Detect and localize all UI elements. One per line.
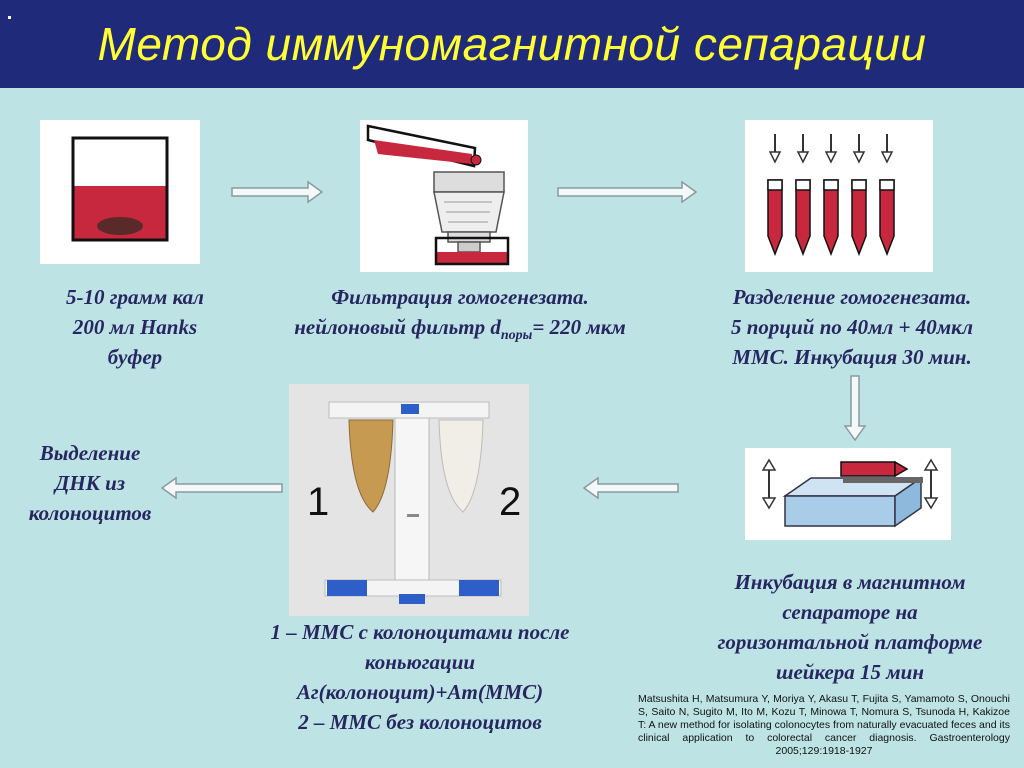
beaker-illustration	[71, 136, 169, 242]
arrow-1-to-2	[231, 180, 324, 204]
step4-caption: Инкубация в магнитном сепараторе на гори…	[717, 570, 983, 684]
down-arrow-head	[880, 151, 894, 164]
tube-1	[348, 419, 394, 513]
stand-top-clip	[401, 404, 419, 414]
drop	[470, 154, 482, 166]
tube-cap-space	[767, 179, 783, 191]
beaker-outline	[71, 136, 169, 242]
separator-stand-illustration	[289, 384, 529, 616]
down-arrow-head	[852, 151, 866, 164]
sediment	[97, 217, 143, 235]
tube-cap-space	[823, 179, 839, 191]
corner-dot	[8, 16, 11, 19]
arrow-3-to-4	[843, 375, 867, 442]
reference-citation: Matsushita H, Matsumura Y, Moriya Y, Aka…	[638, 693, 1010, 757]
down-arrow-head	[796, 151, 810, 164]
step3-caption: Разделение гомогенезата. 5 порций по 40м…	[730, 285, 973, 369]
tube-cap-space	[851, 179, 867, 191]
tube-tip	[894, 460, 909, 478]
slide-title: Метод иммуномагнитной сепарации	[97, 18, 927, 70]
tube-2-label: 2	[499, 480, 522, 524]
base-clip	[399, 594, 425, 604]
magnetic-separator-photo: 1 2	[289, 384, 529, 616]
tubes-panel	[745, 120, 933, 272]
filtrate	[436, 252, 508, 264]
tube-1-label: 1	[307, 480, 330, 524]
step5-caption: 1 – ММС с колоноцитами после коньюгации …	[270, 620, 570, 734]
arrow-2-to-3	[557, 180, 698, 204]
down-arrow-head	[824, 151, 838, 164]
filter-panel	[360, 120, 528, 272]
collection-vessel	[434, 236, 510, 266]
tubes-illustration	[767, 134, 895, 257]
shaker-panel	[745, 448, 951, 540]
arrow-4-to-5	[582, 476, 679, 500]
base-pad-left	[327, 580, 367, 596]
beaker-panel	[40, 120, 200, 264]
arrow-5-to-6	[160, 476, 283, 500]
step1-caption: 5-10 грамм кал 200 мл Hanks буфер	[66, 285, 204, 369]
down-arrow-head	[768, 151, 782, 164]
shaker-illustration	[761, 458, 939, 528]
filter-illustration	[366, 124, 510, 266]
tube-cap-space	[795, 179, 811, 191]
magnet-bar	[843, 478, 923, 483]
title-bar: Метод иммуномагнитной сепарации	[0, 0, 1024, 88]
step6-caption: Выделение ДНК из колоноцитов	[28, 441, 152, 525]
tube-2	[438, 419, 484, 513]
base-pad-right	[459, 580, 499, 596]
platform-side	[894, 476, 922, 528]
step2-caption: Фильтрация гомогенезата. нейлоновый филь…	[294, 285, 626, 344]
tube-cap-space	[879, 179, 895, 191]
pouring-liquid	[374, 140, 472, 164]
